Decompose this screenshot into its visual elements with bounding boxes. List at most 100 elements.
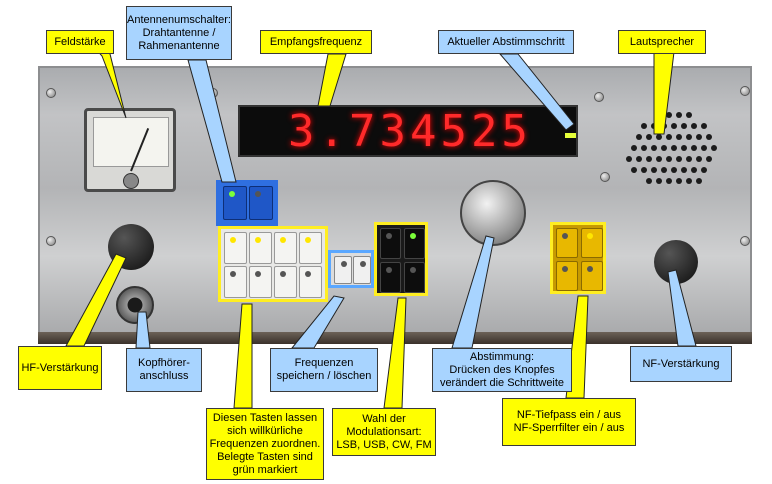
callout-text: HF-Verstärkung: [21, 361, 99, 374]
speaker-hole: [646, 178, 652, 184]
speaker-hole: [631, 167, 637, 173]
speaker-hole: [701, 167, 707, 173]
af-filter-key[interactable]: [556, 228, 578, 258]
af-filter-key[interactable]: [581, 228, 603, 258]
modulation-key[interactable]: [380, 262, 401, 293]
screw-icon: [594, 92, 604, 102]
callout-text: Aktueller Abstimmschritt: [447, 35, 565, 48]
memory-key[interactable]: [274, 232, 297, 264]
antenna-key-loop[interactable]: [249, 186, 273, 220]
speaker-hole: [686, 134, 692, 140]
memory-key[interactable]: [224, 266, 247, 298]
antenna-key-wire[interactable]: [223, 186, 247, 220]
led-icon: [386, 267, 392, 273]
af-filter-key[interactable]: [581, 261, 603, 291]
delete-key[interactable]: [353, 256, 371, 284]
callout-hf-gain: HF-Verstärkung: [18, 346, 102, 390]
callout-text: Frequenzen: [294, 357, 354, 369]
speaker-hole: [656, 156, 662, 162]
memory-keys: [218, 226, 328, 302]
memory-key[interactable]: [274, 266, 297, 298]
callout-tuning-step: Aktueller Abstimmschritt: [438, 30, 574, 54]
store-key[interactable]: [334, 256, 352, 284]
speaker-hole: [676, 112, 682, 118]
screw-icon: [46, 88, 56, 98]
callout-tuning-knob: Abstimmung: Drücken des Knopfes veränder…: [432, 348, 572, 392]
memory-key[interactable]: [249, 232, 272, 264]
memory-key[interactable]: [299, 232, 322, 264]
antenna-switch: [216, 180, 278, 226]
speaker-hole: [696, 156, 702, 162]
callout-text: verändert die Schrittweite: [439, 376, 565, 389]
led-icon: [386, 233, 392, 239]
led-icon: [255, 237, 261, 243]
speaker-hole: [686, 112, 692, 118]
speaker-hole: [641, 145, 647, 151]
callout-text: Lautsprecher: [629, 35, 695, 48]
frequency-readout: 3.734525: [288, 106, 532, 157]
callout-text: Modulationsart:: [346, 425, 422, 438]
callout-text: Rahmenantenne: [138, 39, 220, 52]
led-icon: [255, 271, 261, 277]
tuning-step-indicator: [565, 133, 576, 138]
led-icon: [280, 237, 286, 243]
speaker-hole: [711, 145, 717, 151]
speaker-hole: [691, 123, 697, 129]
speaker-hole: [701, 145, 707, 151]
callout-headphone: Kopfhörer- anschluss: [126, 348, 202, 392]
callout-text: Diesen Tasten lassen: [212, 411, 318, 424]
callout-text: Frequenzen zuordnen.: [209, 437, 321, 450]
callout-text: Feldstärke: [54, 35, 106, 48]
speaker-hole: [681, 145, 687, 151]
callout-speaker: Lautsprecher: [618, 30, 706, 54]
speaker-hole: [681, 167, 687, 173]
memory-key[interactable]: [299, 266, 322, 298]
speaker-hole: [641, 167, 647, 173]
speaker-hole: [661, 167, 667, 173]
modulation-key[interactable]: [404, 262, 425, 293]
speaker-hole: [671, 167, 677, 173]
screw-icon: [740, 86, 750, 96]
speaker-hole: [706, 134, 712, 140]
speaker-hole: [696, 178, 702, 184]
callout-text: Abstimmung:: [469, 350, 535, 363]
led-icon: [562, 266, 568, 272]
af-filter-key[interactable]: [556, 261, 578, 291]
led-icon: [410, 233, 416, 239]
speaker-hole: [686, 178, 692, 184]
callout-field-strength: Feldstärke: [46, 30, 114, 54]
led-icon: [230, 237, 236, 243]
speaker-hole: [666, 156, 672, 162]
speaker-hole: [671, 123, 677, 129]
memory-key[interactable]: [224, 232, 247, 264]
speaker-hole: [656, 134, 662, 140]
tuning-knob[interactable]: [460, 180, 526, 246]
speaker-hole: [661, 145, 667, 151]
screw-icon: [600, 172, 610, 182]
speaker-hole: [651, 145, 657, 151]
speaker-hole: [666, 134, 672, 140]
callout-text: grün markiert: [232, 463, 298, 476]
callout-store-delete: Frequenzen speichern / löschen: [270, 348, 378, 392]
led-icon: [305, 237, 311, 243]
callout-modulation: Wahl der Modulationsart: LSB, USB, CW, F…: [332, 408, 436, 456]
callout-text: Empfangsfrequenz: [269, 35, 363, 48]
modulation-key[interactable]: [380, 228, 401, 259]
callout-receive-frequency: Empfangsfrequenz: [260, 30, 372, 54]
speaker-hole: [671, 145, 677, 151]
modulation-key[interactable]: [404, 228, 425, 259]
led-icon: [587, 266, 593, 272]
callout-af-filter: NF-Tiefpass ein / aus NF-Sperrfilter ein…: [502, 398, 636, 446]
speaker-hole: [636, 156, 642, 162]
callout-text: Antennenumschalter:: [127, 13, 231, 26]
callout-text: speichern / löschen: [276, 370, 372, 382]
callout-af-gain: NF-Verstärkung: [630, 346, 732, 382]
led-icon: [280, 271, 286, 277]
callout-text: NF-Verstärkung: [642, 357, 720, 370]
memory-key[interactable]: [249, 266, 272, 298]
led-icon: [305, 271, 311, 277]
callout-text: anschluss: [139, 370, 189, 382]
screw-icon: [740, 236, 750, 246]
modulation-keys: [374, 222, 428, 296]
callout-memory-keys: Diesen Tasten lassen sich willkürliche F…: [206, 408, 324, 480]
